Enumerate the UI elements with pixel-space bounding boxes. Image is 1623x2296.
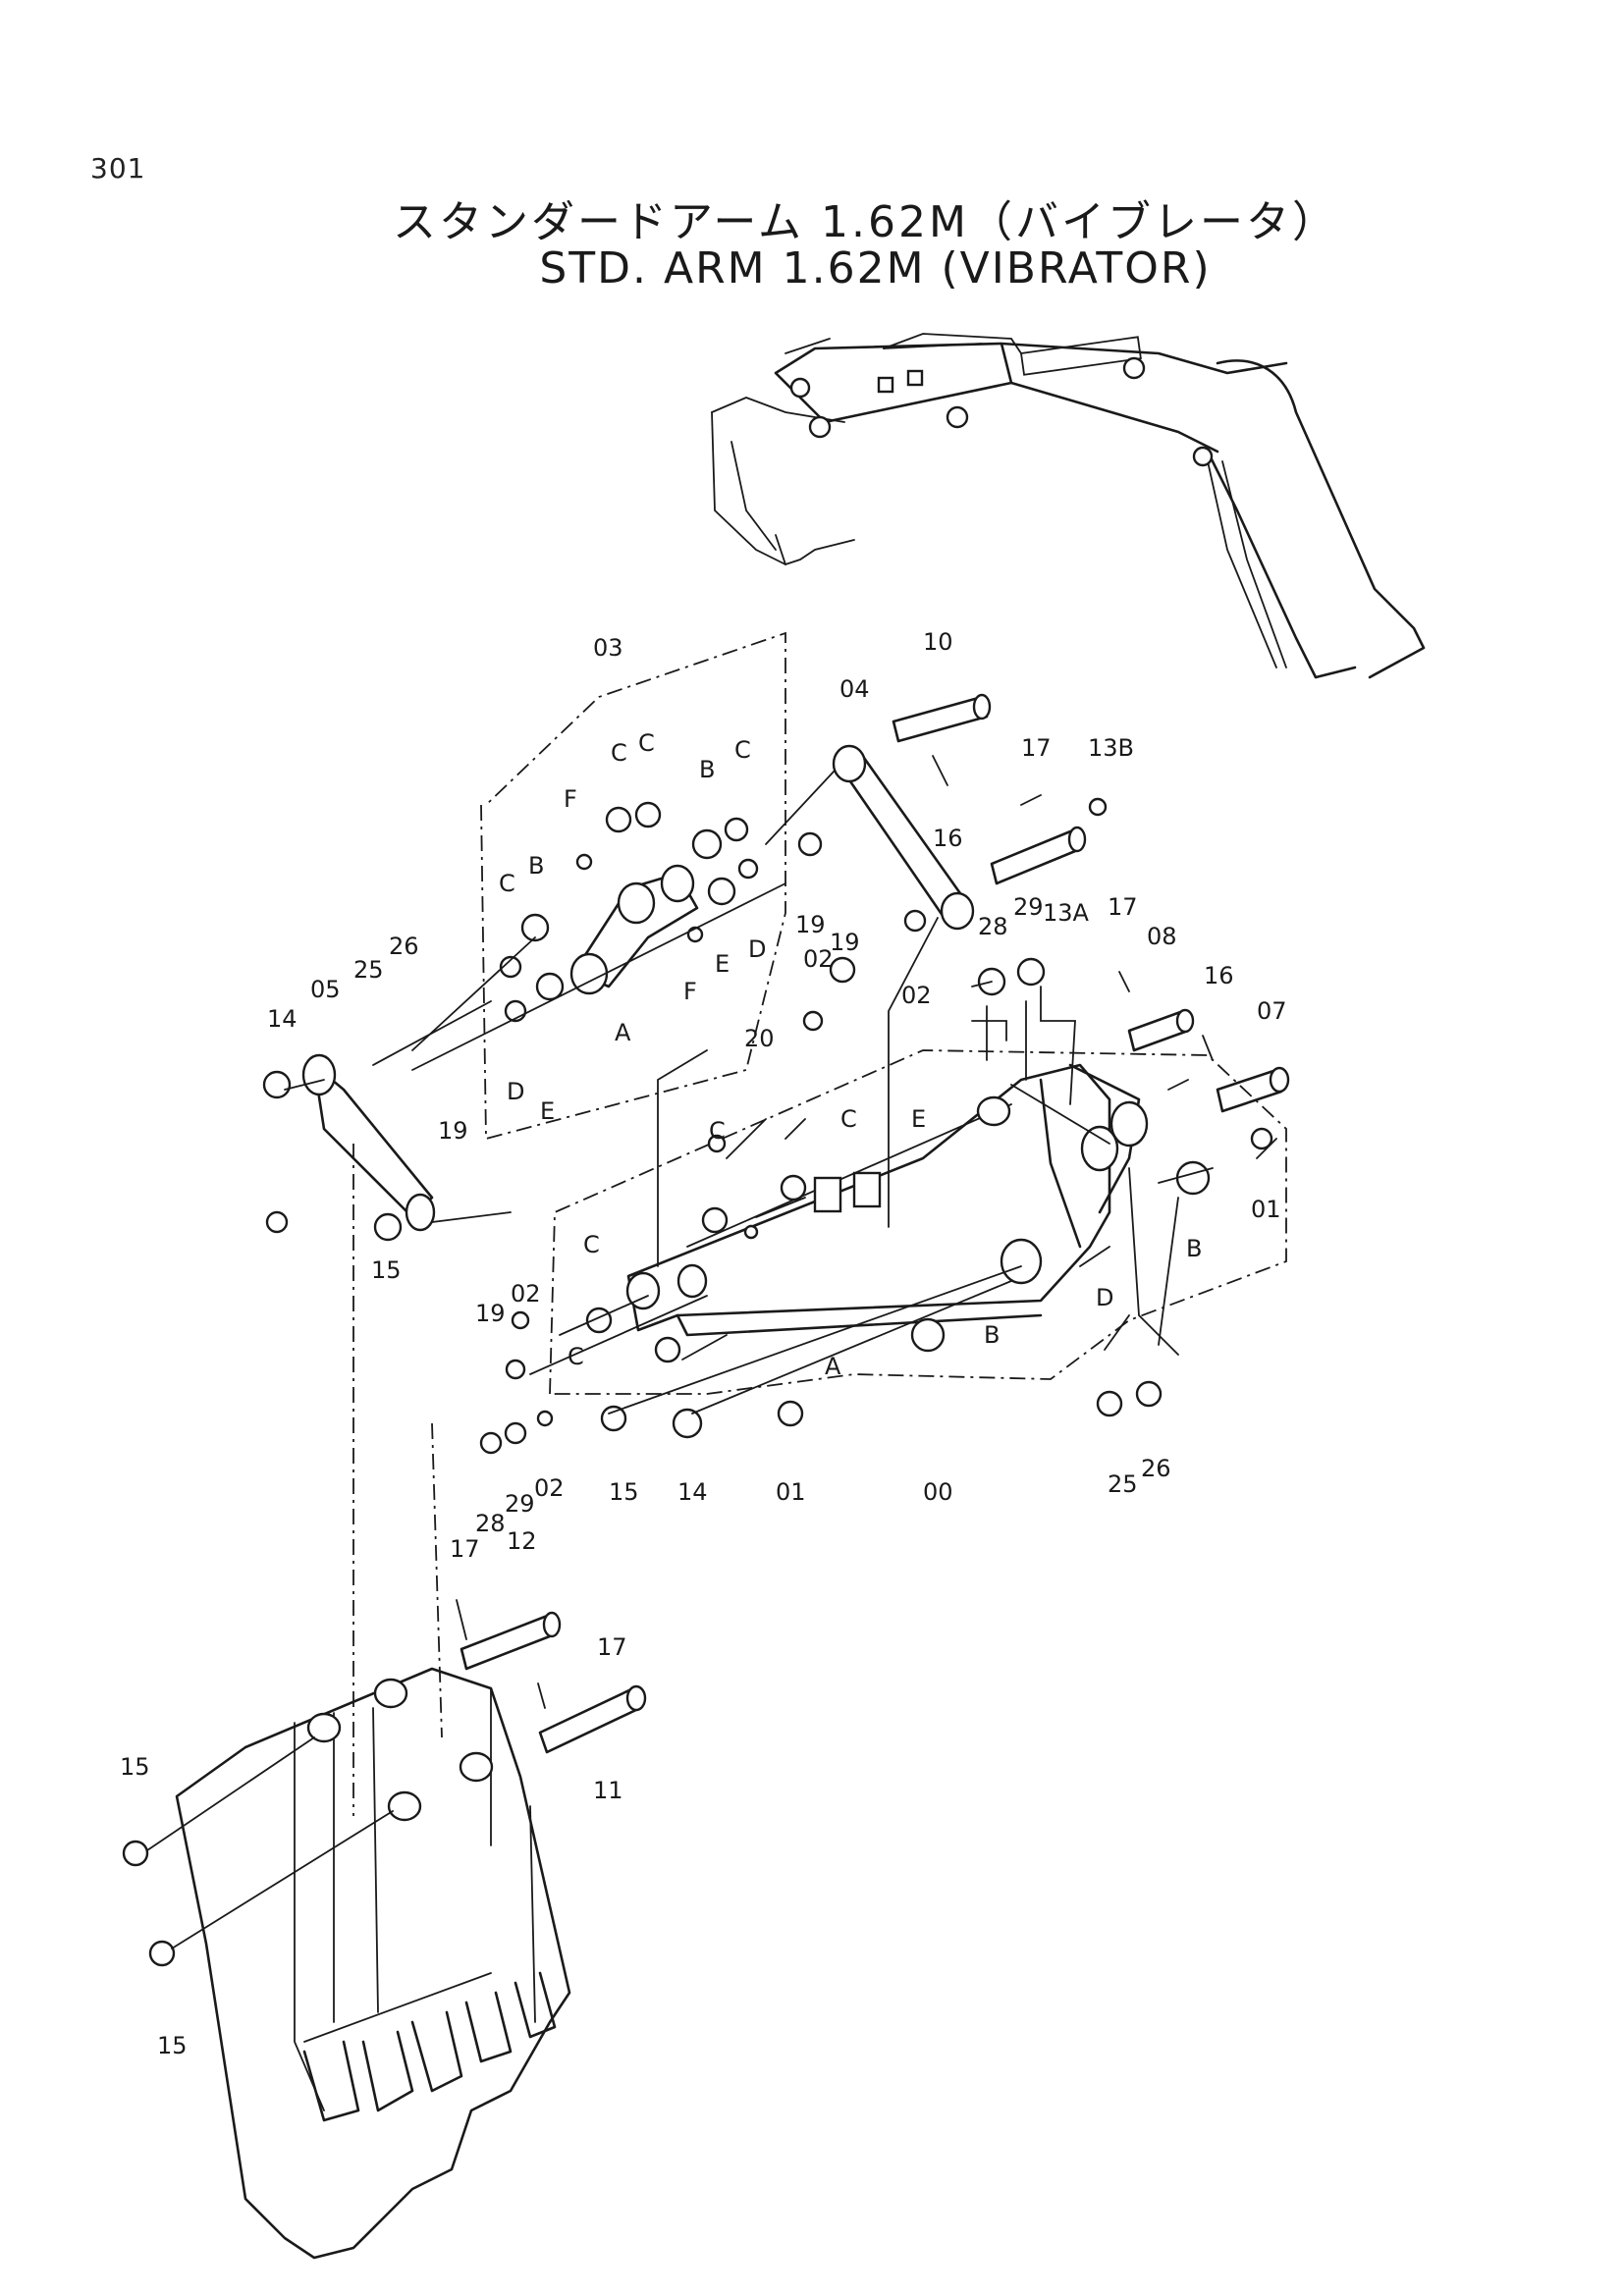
callout-label: 13B	[1088, 734, 1134, 762]
callout-label: D	[1096, 1284, 1113, 1311]
callout-label: 28	[475, 1510, 506, 1537]
callout-label: 19	[830, 929, 860, 956]
callout-label: 17	[450, 1535, 480, 1563]
callout-label: 01	[776, 1478, 806, 1506]
callout-label: 15	[157, 2032, 188, 2059]
arm-link-04	[832, 744, 975, 931]
callout-label: 02	[534, 1474, 565, 1502]
callout-label: F	[564, 785, 577, 813]
callout-label: 17	[1108, 893, 1138, 921]
bucket-link-05	[262, 1053, 436, 1242]
pins-and-bushings	[265, 693, 1290, 1754]
leader-lines	[146, 770, 1277, 1949]
callout-label: 25	[353, 956, 384, 984]
callout-label: B	[699, 756, 715, 783]
callout-label: 11	[593, 1777, 623, 1804]
callout-label: D	[748, 935, 766, 963]
bucket	[122, 1667, 571, 2260]
callout-label: C	[611, 739, 627, 767]
callout-label: 14	[267, 1005, 298, 1033]
callout-label: 29	[505, 1490, 535, 1518]
callout-label: 12	[507, 1527, 537, 1555]
callout-label: B	[528, 852, 544, 880]
callout-label: 15	[120, 1753, 150, 1781]
callout-label: C	[734, 736, 751, 764]
title-japanese: スタンダードアーム 1.62M（バイブレータ）	[393, 197, 1338, 247]
callout-labels: 03 10 04 17 13B 16 13A C C B C F C B 26 …	[120, 628, 1287, 2059]
callout-label: 25	[1108, 1470, 1138, 1498]
callout-label: C	[638, 729, 655, 757]
callout-label: 04	[839, 675, 870, 703]
callout-label: 02	[511, 1280, 541, 1308]
callout-label: E	[540, 1097, 555, 1125]
callout-label: 19	[795, 911, 826, 938]
callout-label: 13A	[1043, 899, 1090, 927]
callout-label: B	[984, 1321, 1000, 1349]
callout-label: 17	[597, 1633, 627, 1661]
page-number: 301	[90, 152, 146, 185]
callout-label: B	[1186, 1235, 1202, 1262]
callout-label: 26	[389, 933, 419, 960]
callout-label: 17	[1021, 734, 1052, 762]
callout-label: 16	[1204, 962, 1234, 989]
callout-label: 01	[1251, 1196, 1281, 1223]
callout-label: A	[615, 1019, 631, 1046]
callout-label: E	[911, 1105, 926, 1133]
callout-label: C	[709, 1117, 726, 1145]
group-outline-00	[549, 1049, 1287, 1395]
callout-label: 19	[475, 1300, 506, 1327]
title-english: STD. ARM 1.62M (VIBRATOR)	[539, 243, 1212, 294]
callout-label: 15	[609, 1478, 639, 1506]
callout-label: C	[499, 870, 515, 897]
callout-label: 14	[677, 1478, 708, 1506]
callout-label: 29	[1013, 893, 1044, 921]
group-outline-bucket-link	[352, 1144, 443, 1816]
callout-label: 26	[1141, 1455, 1171, 1482]
callout-label: 02	[803, 945, 834, 973]
callout-label: 05	[310, 976, 341, 1003]
callout-label: C	[568, 1343, 584, 1370]
callout-label: 03	[593, 634, 623, 662]
callout-label: C	[583, 1231, 600, 1258]
callout-label: D	[507, 1078, 524, 1105]
callout-label: F	[683, 978, 697, 1005]
callout-label: 28	[978, 913, 1008, 940]
callout-label: 19	[438, 1117, 468, 1145]
callout-label: C	[840, 1105, 857, 1133]
lever-assembly-03	[499, 801, 759, 1023]
callout-label: 02	[901, 982, 932, 1009]
excavator-overview-sketch	[711, 333, 1426, 679]
callout-label: E	[715, 950, 730, 978]
callout-label: 00	[923, 1478, 953, 1506]
callout-label: 10	[923, 628, 953, 656]
arm-body-00	[625, 1063, 1149, 1337]
callout-label: 08	[1147, 923, 1177, 950]
callout-label: 16	[933, 825, 963, 852]
callout-label: 15	[371, 1256, 402, 1284]
group-outline-03	[480, 631, 786, 1141]
callout-label: 20	[744, 1025, 775, 1052]
callout-label: A	[825, 1353, 841, 1380]
callout-label: 07	[1257, 997, 1287, 1025]
